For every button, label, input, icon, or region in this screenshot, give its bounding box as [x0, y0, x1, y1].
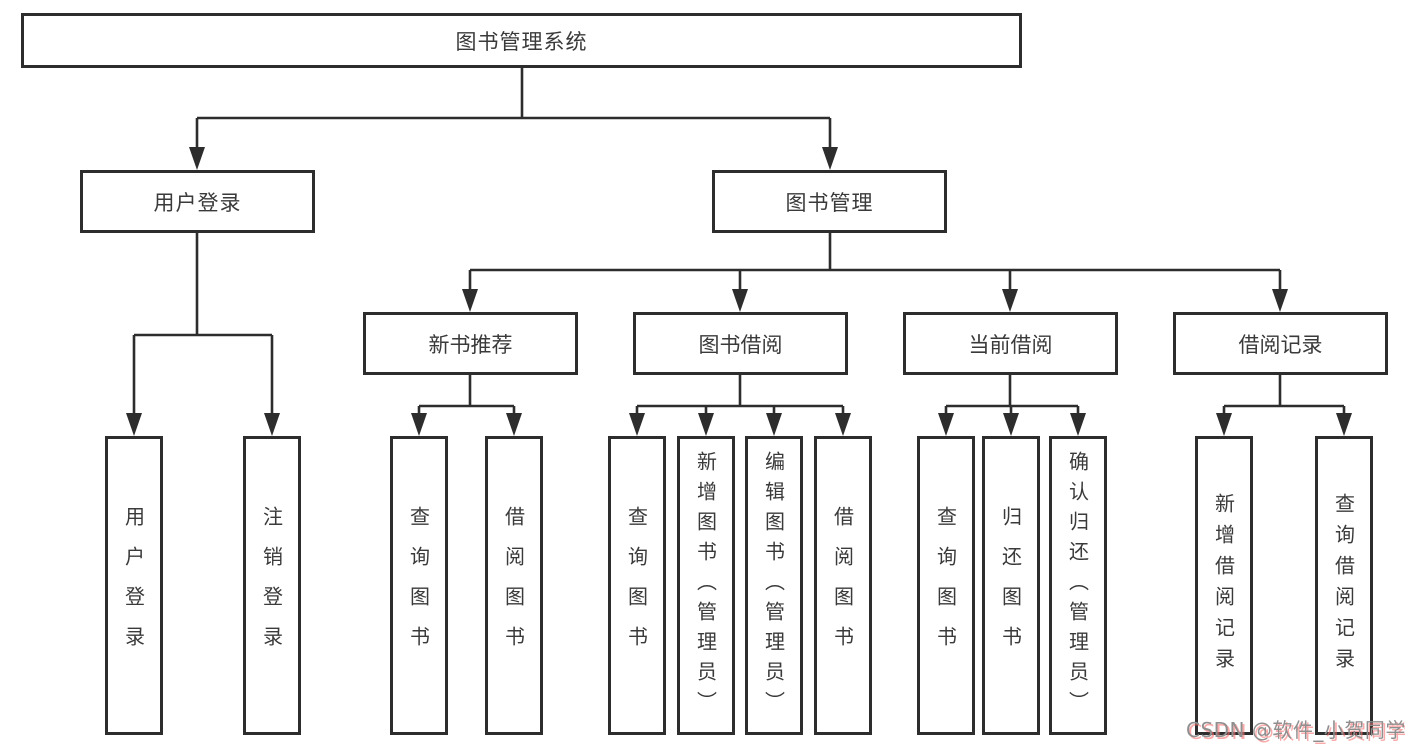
- connector-root-to-children: [189, 68, 838, 170]
- node-logout-leaf: 注销登录: [243, 436, 301, 735]
- node-label: 归还图书: [998, 505, 1023, 666]
- node-label: 图书管理: [785, 190, 874, 215]
- arrow-down-icon: [1216, 413, 1232, 436]
- node-query-books-recommend: 查询图书: [390, 436, 448, 735]
- node-label: 新增借阅记录: [1211, 492, 1236, 679]
- node-label: 借阅图书: [830, 505, 855, 666]
- arrow-down-icon: [732, 289, 748, 312]
- node-label: 图书借阅: [698, 332, 783, 357]
- node-query-books-borrowing: 查询图书: [608, 436, 666, 735]
- arrow-down-icon: [835, 413, 851, 436]
- node-book-borrowing: 图书借阅: [633, 312, 848, 375]
- node-label: 查询借阅记录: [1331, 492, 1356, 679]
- node-query-borrow-record: 查询借阅记录: [1315, 436, 1373, 735]
- node-label: 借阅记录: [1238, 332, 1323, 357]
- node-add-books-admin: 新增图书（管理员）: [677, 436, 735, 735]
- node-label: 新书推荐: [428, 332, 513, 357]
- connector-borrowing-records-to-children: [1216, 375, 1352, 436]
- node-confirm-return-admin: 确认归还（管理员）: [1049, 436, 1107, 735]
- node-user-login: 用户登录: [80, 170, 315, 233]
- node-label: 借阅图书: [501, 505, 526, 666]
- connector-current-borrowing-to-children: [938, 375, 1086, 436]
- node-current-borrowing: 当前借阅: [903, 312, 1118, 375]
- connector-new-book-recommend-to-children: [411, 375, 522, 436]
- node-new-book-recommend: 新书推荐: [363, 312, 578, 375]
- csdn-watermark: CSDN @软件_小贺同学: [1186, 718, 1405, 742]
- node-label: 用户登录: [121, 505, 146, 666]
- node-return-books: 归还图书: [982, 436, 1040, 735]
- node-borrowing-records: 借阅记录: [1173, 312, 1388, 375]
- node-query-books-current: 查询图书: [917, 436, 975, 735]
- node-edit-books-admin: 编辑图书（管理员）: [745, 436, 803, 735]
- node-user-login-leaf: 用户登录: [105, 436, 163, 735]
- arrow-down-icon: [1272, 289, 1288, 312]
- node-label: 查询图书: [933, 505, 958, 666]
- arrow-down-icon: [126, 413, 142, 436]
- node-label: 查询图书: [624, 505, 649, 666]
- arrow-down-icon: [1002, 289, 1018, 312]
- node-add-borrow-record: 新增借阅记录: [1195, 436, 1253, 735]
- arrow-down-icon: [1070, 413, 1086, 436]
- node-book-management: 图书管理: [712, 170, 947, 233]
- node-label: 注销登录: [259, 505, 284, 666]
- arrow-down-icon: [462, 289, 478, 312]
- node-label: 确认归还（管理员）: [1065, 450, 1090, 721]
- node-label: 新增图书（管理员）: [693, 450, 718, 721]
- node-label: 图书管理系统: [455, 29, 588, 54]
- arrow-down-icon: [766, 413, 782, 436]
- arrow-down-icon: [629, 413, 645, 436]
- arrow-down-icon: [189, 147, 205, 170]
- arrow-down-icon: [1003, 413, 1019, 436]
- arrow-down-icon: [506, 413, 522, 436]
- node-label: 编辑图书（管理员）: [761, 450, 786, 721]
- arrow-down-icon: [938, 413, 954, 436]
- connector-book-management-to-children: [462, 233, 1288, 312]
- arrow-down-icon: [411, 413, 427, 436]
- arrow-down-icon: [1336, 413, 1352, 436]
- node-borrow-books-leaf: 借阅图书: [814, 436, 872, 735]
- connector-book-borrowing-to-children: [629, 375, 851, 436]
- connector-user-login-to-children: [126, 233, 280, 436]
- node-root-library-system: 图书管理系统: [21, 13, 1022, 68]
- node-borrow-books-recommend: 借阅图书: [485, 436, 543, 735]
- arrow-down-icon: [698, 413, 714, 436]
- node-label: 用户登录: [153, 190, 242, 215]
- node-label: 当前借阅: [968, 332, 1053, 357]
- arrow-down-icon: [822, 147, 838, 170]
- node-label: 查询图书: [406, 505, 431, 666]
- arrow-down-icon: [264, 413, 280, 436]
